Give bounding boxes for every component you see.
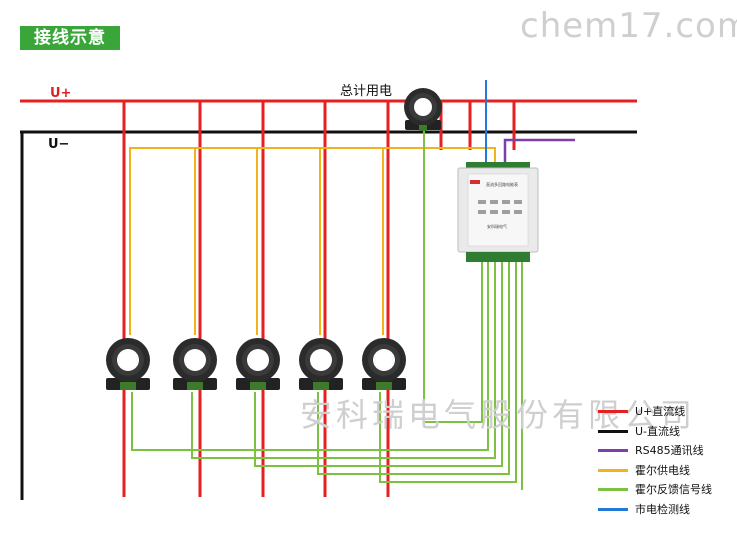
device-brand: 安科瑞电气 (487, 223, 507, 229)
legend-item-hall-signal: 霍尔反馈信号线 (598, 481, 733, 500)
legend-item-rs485: RS485通讯线 (598, 442, 733, 461)
hall-signal-lines (131, 128, 523, 490)
branch-sensors (106, 338, 406, 390)
page-title: 接线示意 (20, 26, 120, 50)
legend-item-u-plus: U+直流线 (598, 403, 733, 422)
u-minus-label: U− (48, 137, 70, 152)
watermark-bottom: 安科瑞电气股份有限公司 (300, 396, 697, 434)
device-header: 直流多回路电能表 (486, 181, 518, 187)
watermark-top: chem17.com (520, 6, 737, 46)
legend-item-hall-power: 霍尔供电线 (598, 462, 733, 481)
legend: U+直流线 U-直流线 RS485通讯线 霍尔供电线 霍尔反馈信号线 市电检测线 (598, 403, 733, 521)
legend-item-mains: 市电检测线 (598, 501, 733, 520)
hall-power-lines (129, 147, 496, 335)
legend-item-u-minus: U-直流线 (598, 423, 733, 442)
rs485-line (503, 138, 575, 168)
main-hall-sensor (404, 88, 442, 131)
main-meter-label: 总计用电 (340, 84, 393, 99)
u-plus-branches (122, 101, 516, 497)
u-plus-label: U+ (50, 86, 72, 101)
meter-device: 直流多回路电能表 安科瑞电气 (457, 162, 539, 262)
